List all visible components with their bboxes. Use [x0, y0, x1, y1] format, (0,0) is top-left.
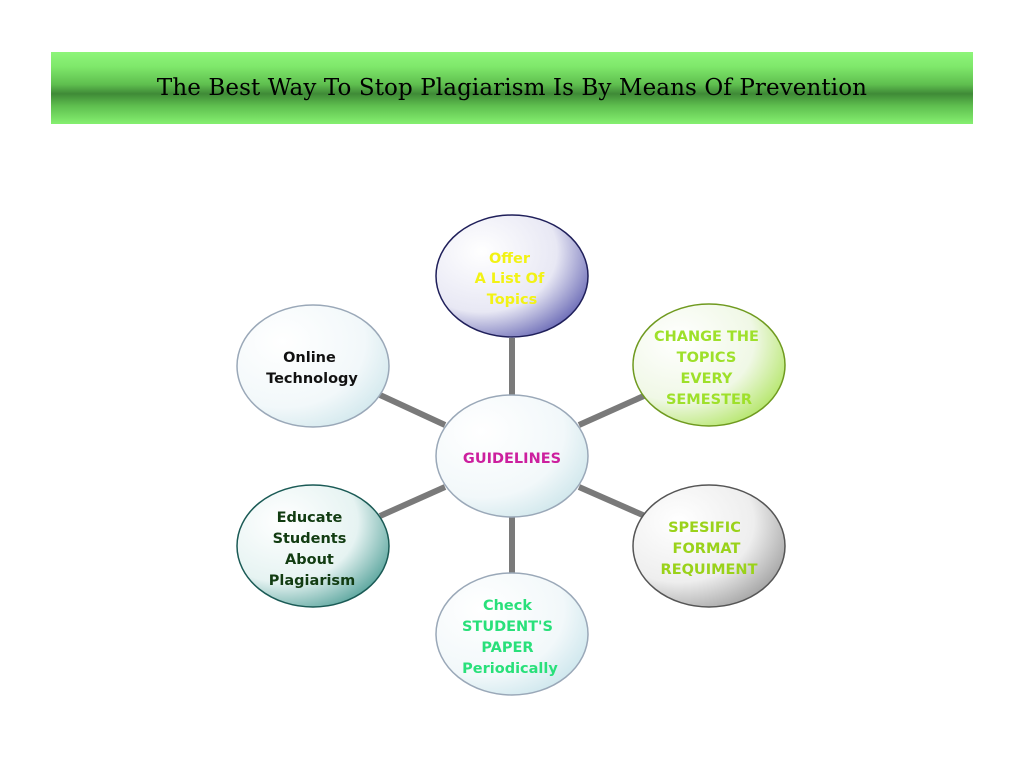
node-bottom-left: Educate Students About Plagiarism	[236, 484, 390, 608]
node-bottom-right: SPESIFIC FORMAT REQUIMENT	[632, 484, 786, 608]
node-center: GUIDELINES	[435, 394, 589, 518]
connector-bottom-left	[378, 484, 447, 519]
slide-title: The Best Way To Stop Plagiarism Is By Me…	[156, 75, 868, 101]
node-center-bubble	[435, 394, 589, 518]
node-center-label: GUIDELINES	[463, 451, 561, 467]
connector-top-right	[577, 392, 648, 428]
node-top: Offer A List Of Topics	[435, 214, 589, 338]
title-banner: The Best Way To Stop Plagiarism Is By Me…	[51, 52, 973, 124]
node-bottom-bubble	[435, 572, 589, 696]
node-bottom-left-bubble	[236, 484, 390, 608]
node-bottom-right-bubble	[632, 484, 786, 608]
node-top-right-bubble	[632, 303, 786, 427]
connector-bottom-right	[577, 484, 647, 519]
node-top-right-label: CHANGE THE TOPICS EVERY SEMESTER	[654, 329, 764, 408]
node-bottom-label: Check STUDENT'S PAPER Periodically	[462, 598, 558, 677]
node-bottom: Check STUDENT'S PAPER Periodically	[435, 572, 589, 696]
node-top-left-bubble	[236, 304, 390, 428]
node-bottom-left-label: Educate Students About Plagiarism	[269, 510, 355, 589]
node-top-left-label: Online Technology	[266, 350, 358, 387]
connectors	[378, 338, 648, 575]
node-top-right: CHANGE THE TOPICS EVERY SEMESTER	[632, 303, 786, 427]
node-top-bubble	[435, 214, 589, 338]
node-bottom-right-label: SPESIFIC FORMAT REQUIMENT	[661, 520, 758, 578]
node-top-label: Offer A List Of Topics	[475, 251, 550, 308]
connector-top-left	[378, 392, 447, 428]
node-top-left: Online Technology	[236, 304, 390, 428]
